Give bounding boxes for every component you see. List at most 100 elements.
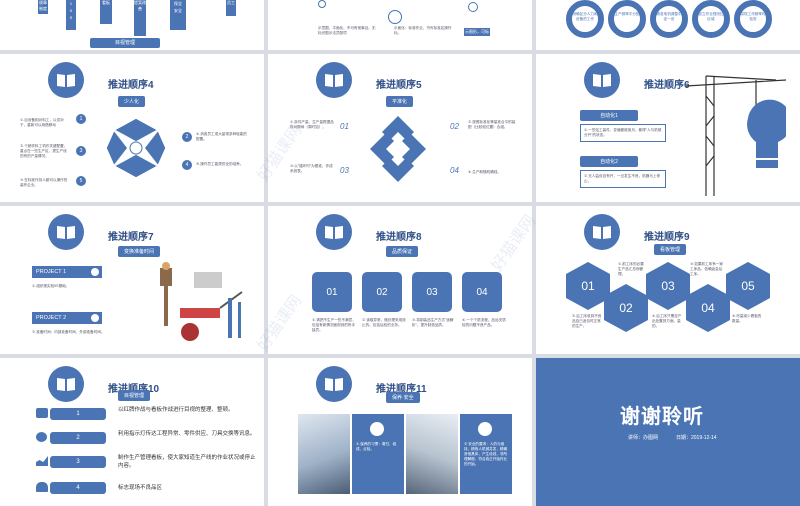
slide-12-thanks[interactable]: 谢谢聆听 讲师：办图网 日期：2019-12-14 xyxy=(536,358,800,506)
note: 示意图、平面化、不可有常事目。无标识图示法员配项 xyxy=(318,26,376,35)
step-number: 5 xyxy=(76,176,86,186)
step-circle: 生产频率平分配 xyxy=(608,0,646,38)
hexagon: 01 xyxy=(566,262,610,310)
document-icon xyxy=(370,422,384,436)
user-icon xyxy=(90,267,100,277)
item: 以红牌作战与看板作战进行目视的整理、整顿。 xyxy=(118,407,234,413)
slide-title: 推进顺序5 xyxy=(376,80,422,91)
item-number: 03 xyxy=(340,166,349,175)
hexagon: 05 xyxy=(726,262,770,310)
item: ①.组织规实验5S基础。 xyxy=(32,284,70,288)
left-item: ①.目设备相对料工，以供对于，重新可以用借移动 xyxy=(20,118,64,127)
timeline-dot xyxy=(468,2,478,12)
lecturer: 讲师：办图网 xyxy=(628,435,659,441)
slide-tag: 品质保证 xyxy=(386,246,419,257)
book-icon xyxy=(316,62,352,98)
slide-8[interactable]: 推进顺序8 品质保证 01 02 03 04 ①.请把不生产一些不满意，包括有新… xyxy=(268,206,532,354)
number-box: 01 xyxy=(312,272,352,312)
step-bar: 3 xyxy=(50,456,106,468)
org-node: 规章制度 xyxy=(38,0,48,14)
org-node: 提案改善 xyxy=(134,0,146,36)
slide-title: 推进顺序7 xyxy=(108,232,154,243)
slide-cropped-2[interactable]: 示意图、平面化、不可有常事目。无标识图示法员配项 示面化：标准作业，书写标准区操… xyxy=(268,0,532,50)
step-circle: 设立作业规则拉区域 xyxy=(692,0,730,38)
slide-tag: 少人化 xyxy=(118,96,146,107)
item-number: 04 xyxy=(450,166,459,175)
handshake-photo xyxy=(298,414,350,494)
step-bar: 1 xyxy=(50,408,106,420)
number-box: 04 xyxy=(462,272,502,312)
book-icon xyxy=(48,62,84,98)
slide-title: 推进顺序4 xyxy=(108,80,154,91)
slide-cropped-3[interactable]: 明确区分人力和设备的工作 生产频率平分配 精准电机调整中定一设 设立作业规则拉区… xyxy=(536,0,800,50)
right-item: ⑤.操作员工能提供全的培养。 xyxy=(196,162,244,166)
item: ②.准备时间：内部准备时间、外部准备时间。 xyxy=(32,330,105,334)
slide-4[interactable]: 推进顺序4 少人化 ①.目设备相对料工，以供对于，重新可以用借移动 ②.个都作料… xyxy=(0,54,264,202)
slide-10[interactable]: 推进顺序10 目视管理 1 以红牌作战与看板作战进行目视的整理、整顿。 2 利用… xyxy=(0,358,264,506)
item: ①.前工序的必要生产品汇总而管理。 xyxy=(618,262,644,276)
timeline-dot xyxy=(388,10,402,24)
book-icon xyxy=(48,214,84,250)
slide-tag: 变换准备时间 xyxy=(118,246,161,257)
project-label: PROJECT 2 xyxy=(32,312,102,324)
slide-9[interactable]: 推进顺序9 看板管理 01 02 03 04 05 ①.前工序的必要生产品汇总而… xyxy=(536,206,800,354)
left-item: ③.在标准作持人都可以操作的装作企业。 xyxy=(20,178,68,187)
number-box: 03 xyxy=(412,272,452,312)
item: ③.将制装品生产方式"逐解析"，提升制造品质。 xyxy=(412,318,454,327)
org-node: 看板 xyxy=(100,0,112,24)
book-icon xyxy=(584,62,620,98)
info-card: ②.安全的要求：人的与维持，精炼人机械并发，精确其他具体，产生设线，非所理解程，… xyxy=(460,414,512,494)
knot-graphic xyxy=(368,114,428,184)
slide-title: 推进顺序10 xyxy=(108,380,159,395)
paperwork-photo xyxy=(406,414,458,494)
date: 日期：2019-12-14 xyxy=(676,435,717,441)
slide-7[interactable]: 推进顺序7 变换准备时间 PROJECT 1 ①.组织规实验5S基础。 PROJ… xyxy=(0,206,264,354)
crane-bulb-graphic xyxy=(685,66,792,196)
slide-6[interactable]: 推进顺序6 自动化1 ①.一些站工装件、变偏都被用月，都得"人与机械分开"的状态… xyxy=(536,54,800,202)
item: ⑥.尽量减少看板的数量。 xyxy=(732,314,762,323)
item: 利用指示灯传达工程异常、零件供应、刀具交换等讯息。 xyxy=(118,431,256,437)
item: ②.后工序收到不良品自己返包时正常的生产。 xyxy=(572,314,602,328)
tag: 示图形，可标志， xyxy=(464,28,490,42)
step-circle: 明确区分人力和设备的工作 xyxy=(566,0,604,38)
item: 标志现场不良品区 xyxy=(118,485,163,491)
number-box: 02 xyxy=(362,272,402,312)
slide-tag: 看板管理 xyxy=(654,244,687,255)
step-number: 1 xyxy=(76,114,86,124)
book-icon xyxy=(584,214,620,250)
item: ①.一些站工装件、变偏都被用月，都得"人与机械分开"的状态。 xyxy=(580,124,666,142)
slide-tag: 保养·安全 xyxy=(386,392,420,403)
card-text: ②.安全的要求：人的与维持，精炼人机械并发，精确其他具体，产生设线，非所理解程，… xyxy=(464,442,508,466)
step-bar: 4 xyxy=(50,482,106,494)
slide-title: 推进顺序9 xyxy=(644,232,690,243)
item: ③.以"循环时"为基准，作成系统表。 xyxy=(290,164,333,173)
slide-tag: 目视管理 xyxy=(118,390,151,401)
item: ③.如果前工序有一家工序品，信确返会后工序。 xyxy=(690,262,723,276)
step-number: 3 xyxy=(76,146,86,156)
step-number: 2 xyxy=(182,132,192,142)
book-icon xyxy=(316,214,352,250)
slide-5[interactable]: 推进顺序5 平准化 ①.拆件产量、生产量根据品拆对期间（周时如）。 01 ③.以… xyxy=(268,54,532,202)
hexagon: 03 xyxy=(646,262,690,310)
org-root: 目视管理 xyxy=(90,38,160,48)
thanks-title: 谢谢聆听 xyxy=(620,406,704,428)
users-icon xyxy=(36,482,48,492)
card-text: ①.保养的习惯：清扫、组成、点检。 xyxy=(356,442,397,451)
slide-title: 推进顺序8 xyxy=(376,232,422,243)
slide-11[interactable]: 推进顺序11 保养·安全 ①.保养的习惯：清扫、组成、点检。 ②.安全的要求：人… xyxy=(268,358,532,506)
step-number: 4 xyxy=(182,160,192,170)
item: ④.生产和随机确线。 xyxy=(468,170,501,174)
item: 制作生产管理看板，使大家知道生产线的作业状况或停止内容。 xyxy=(118,455,256,469)
info-card: ①.保养的习惯：清扫、组成、点检。 xyxy=(352,414,404,494)
slide-title: 推进顺序6 xyxy=(644,80,690,91)
tools-graphic xyxy=(150,262,250,342)
item: ②.读取异常，微处理采用放止的。包括后检的业务。 xyxy=(362,318,406,327)
timeline-dot xyxy=(318,0,326,8)
slide-tag: 自动化2 xyxy=(580,156,638,167)
clock-icon xyxy=(90,313,100,323)
item: ①.请把不生产一些不满意，包括有新情况面现到的所手缺员。 xyxy=(312,318,356,332)
